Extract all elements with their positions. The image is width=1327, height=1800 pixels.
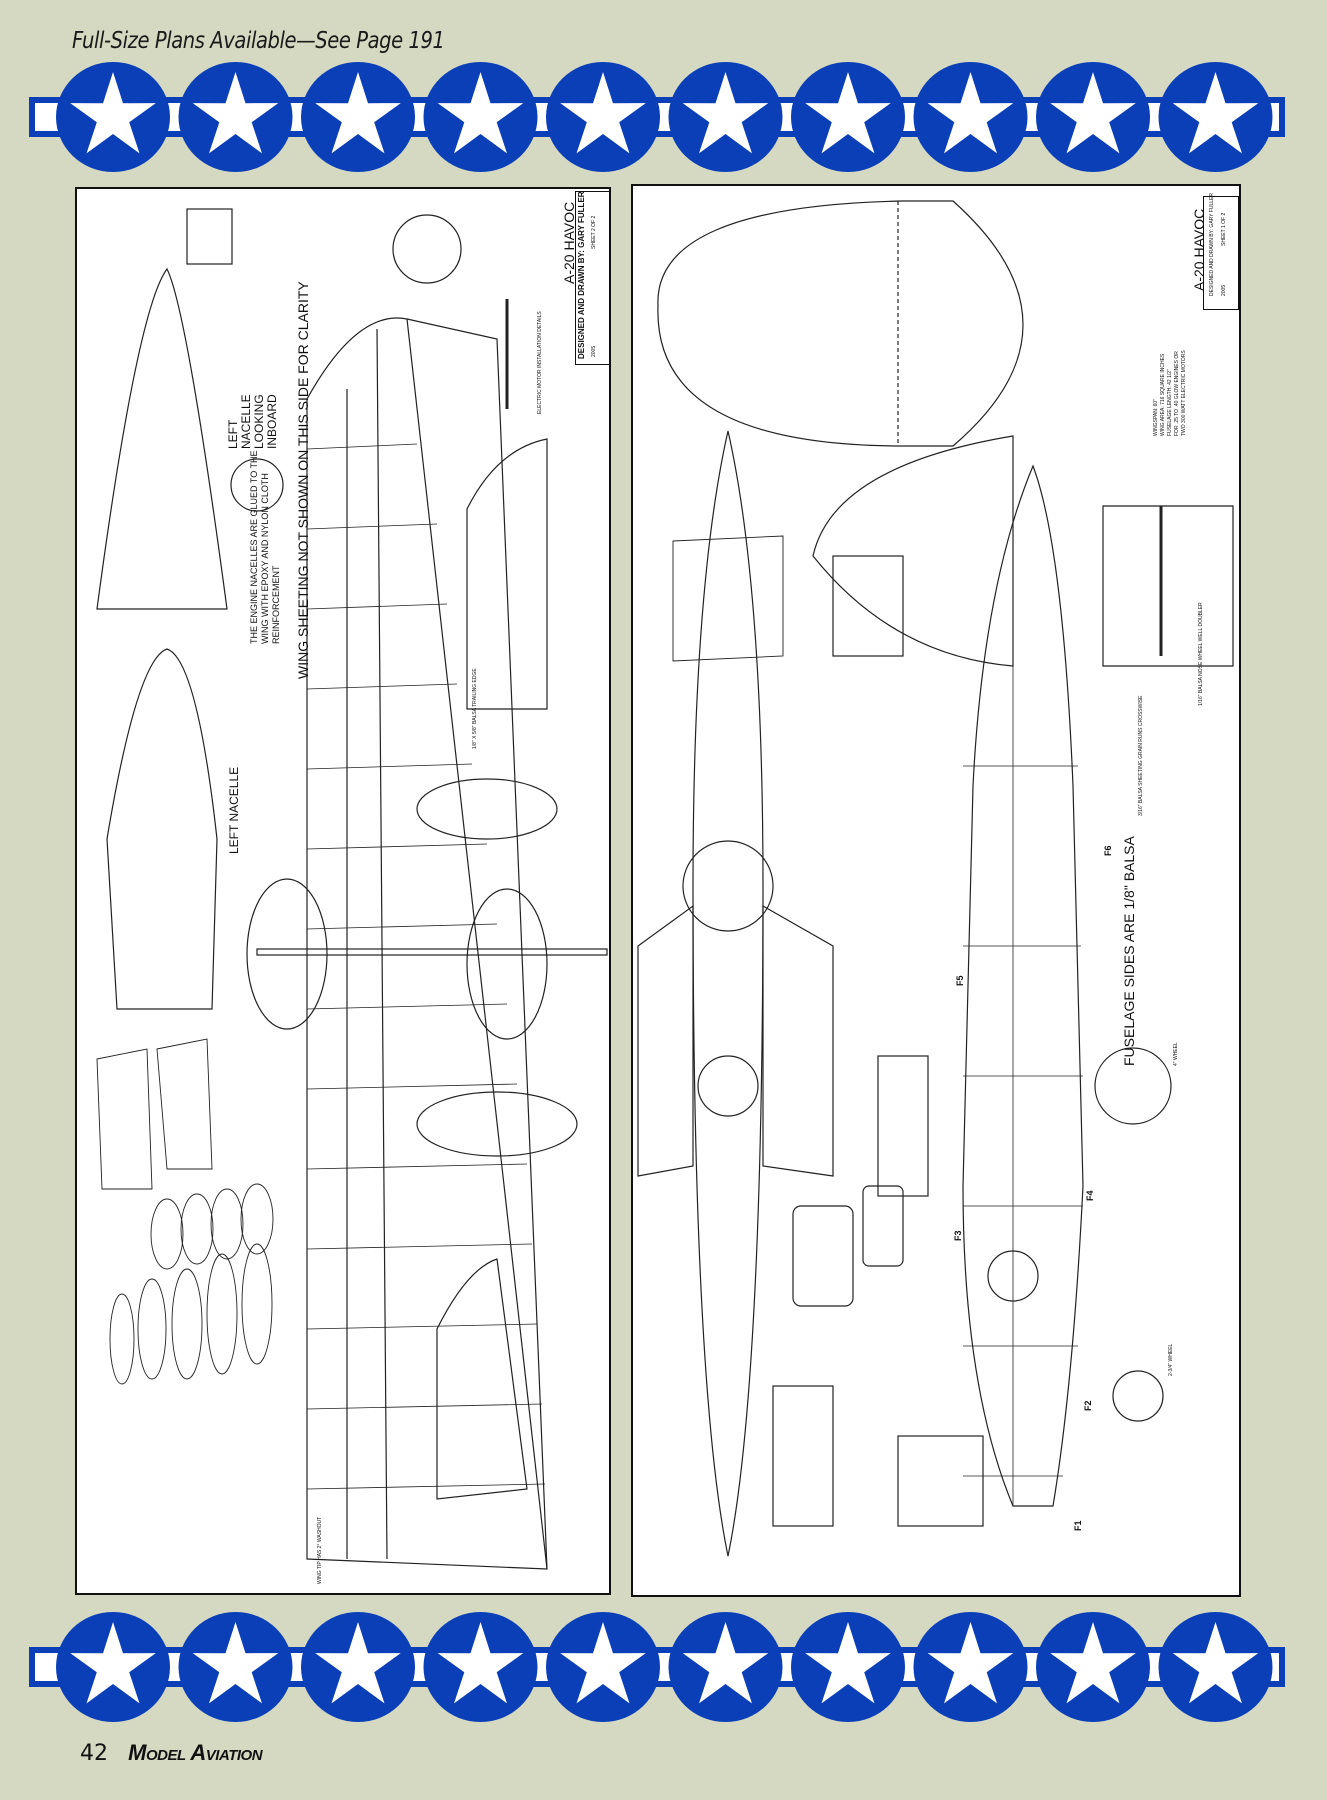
star-icon (1050, 1622, 1136, 1704)
main-wheel-label: 4" WHEEL (1173, 1042, 1179, 1066)
nose-wheel-label: 2-3/4" WHEEL (1168, 1343, 1174, 1376)
motor-details-label: ELECTRIC MOTOR INSTALLATION DETAILS (537, 311, 543, 414)
sheet-title: A-20 HAVOC (561, 201, 577, 284)
title-block (1203, 196, 1239, 310)
star-icon (682, 72, 769, 154)
sheeting-grain-note: 3/16" BALSA SHEETING GRAIN RUNS CROSSWIS… (1138, 695, 1144, 816)
star-band-top (29, 62, 1285, 172)
spec-line: TWO 300 WATT ELECTRIC MOTORS (1181, 350, 1187, 436)
star-band-bottom (29, 1612, 1285, 1722)
star-icon (927, 1622, 1014, 1704)
former-f4: F4 (1085, 1190, 1095, 1201)
star-icon (192, 72, 279, 154)
star-icon (682, 1622, 769, 1704)
spec-line: WINGSPAN: 60" (1153, 399, 1159, 436)
former-f1: F1 (1073, 1520, 1083, 1531)
fuselage-sides-note: FUSELAGE SIDES ARE 1/8" BALSA (1121, 836, 1137, 1066)
former-f2: F2 (1083, 1400, 1093, 1411)
former-f6: F6 (1103, 845, 1113, 856)
sheet-designer: DESIGNED AND DRAWN BY: GARY FULLER (1209, 193, 1215, 296)
star-icon (437, 72, 524, 154)
star-icon (805, 72, 891, 154)
sheet-number: SHEET 2 OF 2 (591, 215, 597, 249)
sheet-number: SHEET 1 OF 2 (1221, 212, 1227, 246)
spec-line: WING AREA: 716 SQUARE INCHES (1160, 353, 1166, 436)
left-nacelle-label: LEFT NACELLE (227, 766, 241, 854)
title-block (575, 191, 609, 365)
sheet-year: 2005 (591, 345, 597, 357)
nacelle-glue-note: THE ENGINE NACELLES ARE GLUED TO THE WIN… (249, 450, 281, 644)
star-icon (1050, 72, 1136, 154)
star-icon (315, 72, 401, 154)
wing-sheeting-note: WING SHEETING NOT SHOWN ON THIS SIDE FOR… (295, 281, 311, 679)
sheet-title: A-20 HAVOC (1191, 208, 1207, 291)
sheet-designer: DESIGNED AND DRAWN BY: GARY FULLER (577, 191, 586, 359)
wing-nacelle-drawing (96, 208, 608, 1570)
plans-availability-note: Full-Size Plans Available—See Page 191 (72, 28, 445, 54)
star-icon (70, 72, 156, 154)
star-icon (560, 1622, 646, 1704)
star-icon (70, 1622, 156, 1704)
plan-sheet-2: A-20 HAVOC DESIGNED AND DRAWN BY: GARY F… (75, 187, 611, 1595)
plan-sheet-1: A-20 HAVOC DESIGNED AND DRAWN BY: GARY F… (631, 184, 1241, 1597)
former-f3: F3 (953, 1230, 963, 1241)
sheet-year: 2005 (1221, 284, 1227, 296)
star-icon (560, 72, 646, 154)
star-icon (315, 1622, 401, 1704)
magazine-name: Model Aviation (128, 1740, 263, 1765)
star-icon (927, 72, 1014, 154)
fuselage-drawing (637, 200, 1234, 1557)
spec-line: FUSELAGE LENGTH: 42 1/2" (1167, 369, 1173, 436)
washout-label: WING TIP HAS 2° WASHOUT (317, 1516, 323, 1584)
spec-line: FOR .25 TO .40 GLOW ENGINES OR (1174, 351, 1180, 436)
star-icon (1172, 1622, 1259, 1704)
page-footer: 42 Model Aviation (80, 1740, 263, 1766)
former-f5: F5 (955, 975, 965, 986)
trailing-edge-label: 1/8" X 5/8" BALSA TRAILING EDGE (472, 668, 478, 749)
star-icon (1172, 72, 1259, 154)
star-icon (437, 1622, 524, 1704)
star-icon (805, 1622, 891, 1704)
star-icon (192, 1622, 279, 1704)
nose-doubler-label: 1/16" BALSA NOSE WHEEL WELL DOUBLER (1198, 602, 1204, 706)
page-number: 42 (80, 1741, 108, 1766)
